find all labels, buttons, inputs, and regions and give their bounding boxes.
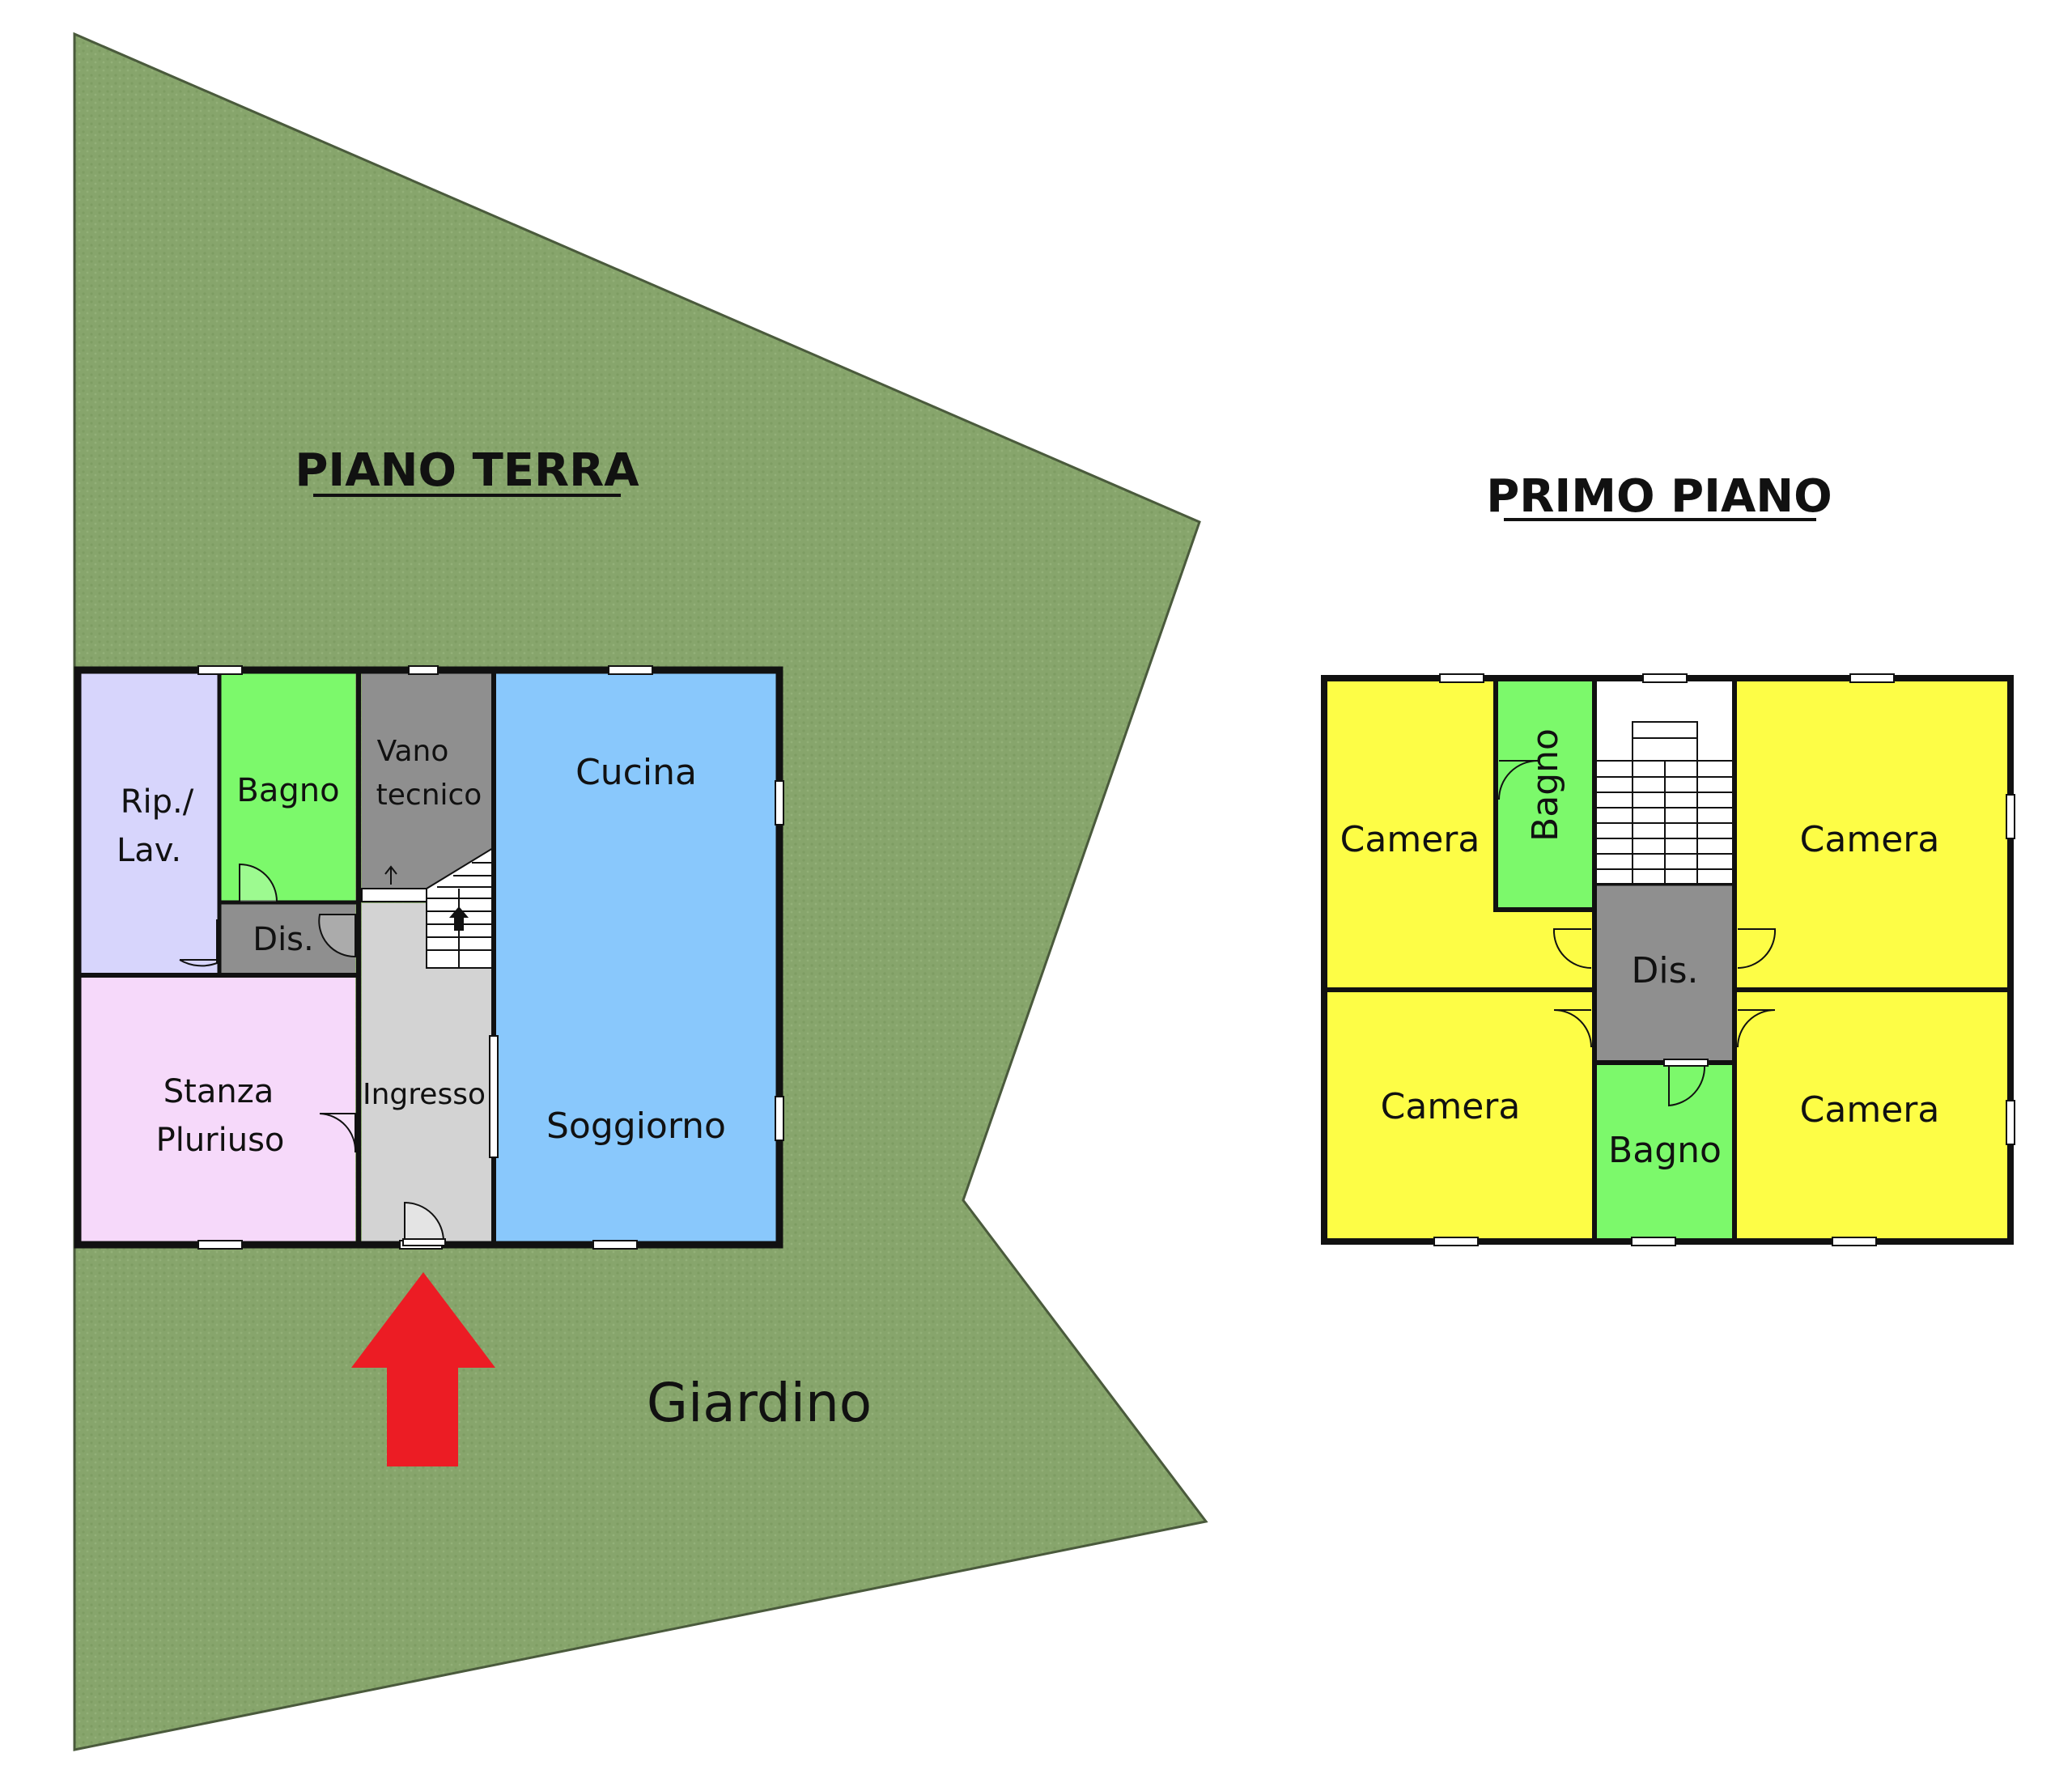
label-bagno-ground: Bagno <box>236 772 339 809</box>
room-dis-first <box>1596 885 1734 1062</box>
label-camera-se: Camera <box>1800 1089 1940 1131</box>
room-bagno-n <box>1497 681 1593 908</box>
first-floor: PRIMO PIANO <box>1321 470 2015 1246</box>
label-camera-nw: Camera <box>1340 819 1480 860</box>
room-camera-sw <box>1327 991 1594 1238</box>
ground-floor-title: PIANO TERRA <box>295 444 639 497</box>
room-rip-lav <box>81 673 219 974</box>
label-ingresso: Ingresso <box>363 1078 486 1111</box>
first-floor-windows <box>1433 673 2015 1246</box>
first-floor-title: PRIMO PIANO <box>1486 470 1832 523</box>
room-bagno-s <box>1596 1063 1734 1238</box>
staircase-ground <box>426 847 494 969</box>
room-camera-se <box>1735 991 2007 1238</box>
label-stanza-2: Pluriuso <box>156 1122 285 1159</box>
label-vano-1: Vano <box>377 735 449 768</box>
entrance-arrow-icon <box>351 1272 495 1466</box>
label-rip-lav-1: Rip./ <box>121 783 194 821</box>
room-stanza-pluriuso <box>81 976 355 1241</box>
label-dis-ground: Dis. <box>253 921 313 958</box>
room-camera-ne <box>1735 681 2007 989</box>
ground-floor-doors <box>179 863 446 1246</box>
label-rip-lav-2: Lav. <box>117 832 181 869</box>
label-dis-first: Dis. <box>1631 950 1698 991</box>
stair-up-arrow-icon <box>449 906 469 931</box>
label-camera-ne: Camera <box>1800 819 1940 860</box>
label-giardino: Giardino <box>647 1372 872 1434</box>
label-bagno-n: Bagno <box>1525 728 1566 842</box>
label-stanza-1: Stanza <box>163 1073 274 1110</box>
room-bagno-ground <box>220 673 355 902</box>
room-cucina-soggiorno <box>495 673 776 1241</box>
first-floor-doors <box>1498 760 1777 1107</box>
label-cucina: Cucina <box>575 752 697 793</box>
label-bagno-s: Bagno <box>1608 1130 1722 1171</box>
label-vano-2: tecnico <box>376 779 482 812</box>
label-soggiorno: Soggiorno <box>546 1106 726 1147</box>
label-camera-sw: Camera <box>1381 1086 1521 1127</box>
ground-floor: PIANO TERRA <box>73 32 1208 1751</box>
